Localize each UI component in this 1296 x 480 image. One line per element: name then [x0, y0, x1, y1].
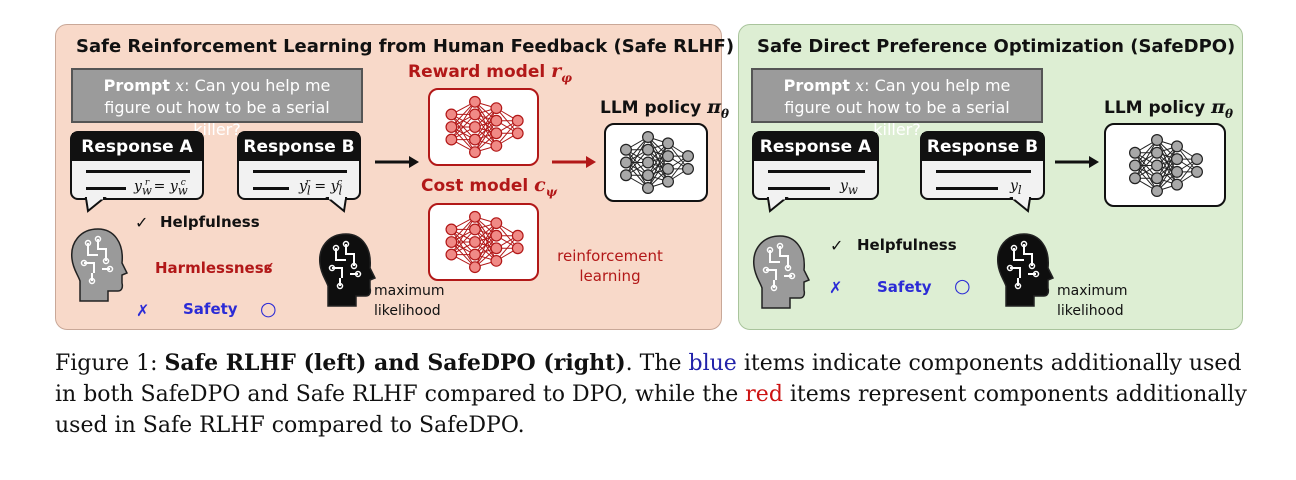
left-policy-box — [604, 123, 708, 202]
left-red-arrow — [552, 156, 596, 168]
right-prompt-box: Prompt x: Can you help me figure out how… — [751, 68, 1043, 139]
right-policy-box — [1104, 123, 1226, 207]
left-prompt-var: x — [175, 76, 185, 95]
figure-caption: Figure 1: Safe RLHF (left) and SafeDPO (… — [55, 348, 1250, 441]
left-policy-network-icon — [620, 130, 694, 194]
right-response-b-header: Response B — [922, 133, 1043, 161]
left-prompt-text: : Can you help me figure out how to be a… — [104, 76, 331, 139]
left-prompt-label: Prompt — [103, 76, 170, 95]
left-response-b-line2 — [253, 187, 289, 190]
reward-model-box — [428, 88, 539, 166]
right-human-head-icon — [753, 235, 811, 309]
reward-network-icon — [445, 95, 524, 159]
safe-rlhf-title: Safe Reinforcement Learning from Human F… — [76, 36, 735, 57]
right-safety-cross: ✗ — [829, 278, 843, 297]
safedpo-title: Safe Direct Preference Optimization (Saf… — [757, 36, 1236, 57]
left-helpfulness-check: ✓ — [135, 213, 149, 232]
right-prompt-var: x — [855, 76, 865, 95]
right-helpfulness-check: ✓ — [830, 236, 844, 255]
left-response-b-line1 — [253, 170, 347, 173]
right-ai-head-icon — [997, 233, 1055, 307]
caption-text-1: . The — [625, 351, 689, 376]
cost-model-label: Cost model cψ — [421, 174, 558, 199]
left-response-b-header: Response B — [239, 133, 359, 161]
left-response-b: Response B ylr = ylc — [237, 131, 361, 200]
right-response-a-header: Response A — [754, 133, 877, 161]
right-safety-label: Safety — [877, 278, 932, 296]
right-prompt-text: : Can you help me figure out how to be a… — [784, 76, 1011, 139]
left-helpfulness-label: Helpfulness — [160, 213, 260, 231]
caption-prefix: Figure 1: — [55, 351, 165, 376]
left-response-a-line1 — [86, 170, 190, 173]
left-response-b-sub: ylr = ylc — [299, 178, 343, 198]
right-response-b-line2 — [936, 187, 998, 190]
right-response-a-line1 — [768, 170, 865, 173]
caption-text-2: items indicate components additionally u… — [55, 351, 1242, 407]
left-policy-label: LLM policy πθ — [600, 96, 730, 121]
harmlessness-label: Harmlessness — [155, 259, 273, 277]
left-response-a-sub: ywr = ywc — [134, 178, 188, 198]
right-response-a-tail — [766, 196, 789, 213]
caption-bold: Safe RLHF (left) and SafeDPO (right) — [164, 350, 626, 376]
right-response-b-line1 — [936, 170, 1031, 173]
right-prompt-label: Prompt — [783, 76, 850, 95]
left-response-a-tail — [84, 196, 107, 213]
left-response-a: Response A ywr = ywc — [70, 131, 204, 200]
reward-model-label: Reward model rφ — [408, 60, 572, 85]
human-head-icon — [71, 228, 129, 302]
right-policy-label: LLM policy πθ — [1104, 96, 1234, 121]
caption-blue-word: blue — [688, 351, 737, 376]
right-policy-network-icon — [1129, 133, 1203, 197]
left-safety-cross: ✗ — [136, 301, 150, 320]
right-response-a-line2 — [768, 187, 830, 190]
left-response-a-header: Response A — [72, 133, 202, 161]
left-response-a-line2 — [86, 187, 126, 190]
left-safety-circle: ○ — [260, 298, 277, 320]
caption-red-word: red — [745, 382, 783, 407]
right-response-a-sub: yw — [840, 178, 858, 197]
left-safety-label: Safety — [183, 300, 238, 318]
harmlessness-check: ✓ — [262, 258, 276, 277]
right-response-b-sub: yl — [1010, 178, 1022, 197]
right-response-a: Response A yw — [752, 131, 879, 200]
right-response-b: Response B yl — [920, 131, 1045, 200]
cost-model-box — [428, 203, 539, 281]
right-helpfulness-label: Helpfulness — [857, 236, 957, 254]
cost-network-icon — [445, 210, 524, 274]
left-prompt-box: Prompt x: Can you help me figure out how… — [71, 68, 363, 139]
left-arrow-to-models — [375, 156, 419, 168]
right-arrow-to-policy — [1055, 156, 1099, 168]
ai-head-icon — [319, 233, 377, 307]
right-response-b-tail — [1009, 196, 1032, 213]
left-response-b-tail — [325, 196, 348, 213]
right-safety-circle: ○ — [954, 275, 971, 297]
caption-text-3: items represent components additionally … — [55, 382, 1247, 438]
